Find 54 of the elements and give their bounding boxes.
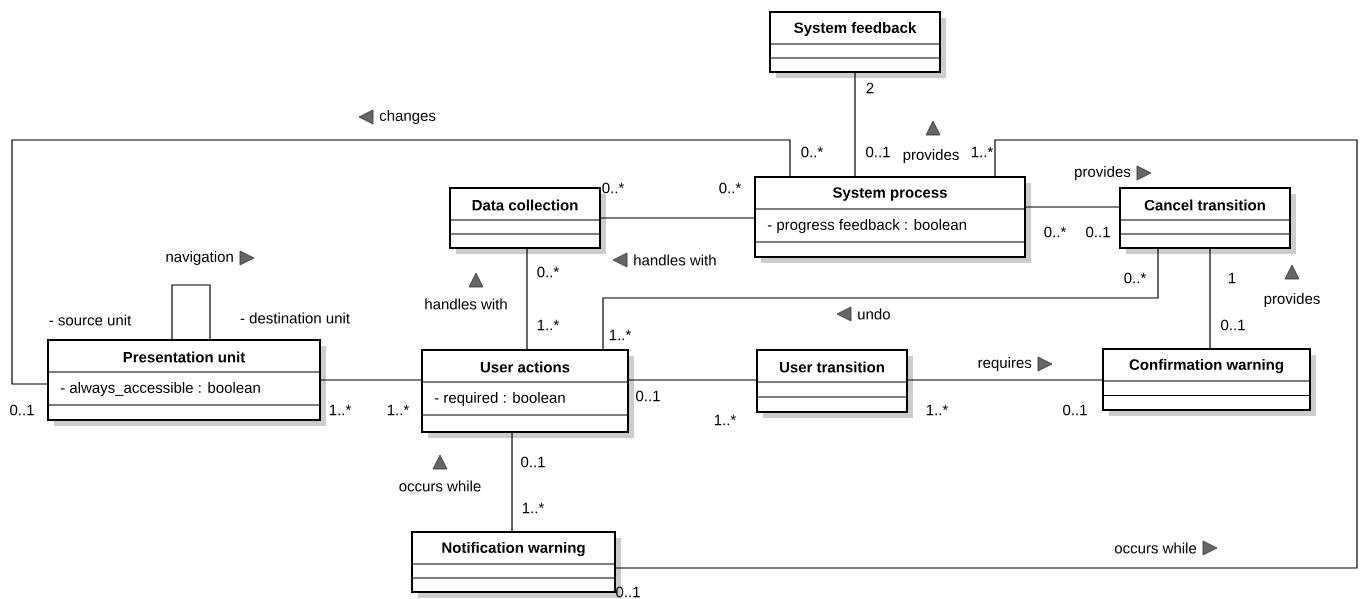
edge-label: provides — [903, 149, 959, 163]
association-line — [907, 379, 1103, 381]
multiplicity-label: - source unit — [49, 314, 132, 326]
edge-label: occurs while — [1114, 542, 1197, 554]
multiplicity-label: 0..* — [537, 266, 560, 278]
edge-label: occurs while — [399, 480, 481, 492]
multiplicity-label: 0..1 — [636, 390, 660, 402]
edge-label: provides — [1075, 166, 1131, 180]
multiplicity-label: 0..1 — [521, 456, 545, 468]
multiplicity-label: 1 — [1228, 272, 1236, 284]
multiplicity-label: 1..* — [537, 319, 560, 331]
multiplicity-label: 0..1 — [1063, 404, 1087, 416]
multiplicity-label: 0..* — [1124, 272, 1146, 284]
edge-label: handles with — [634, 254, 716, 266]
edge-label: handles with — [425, 298, 507, 310]
multiplicity-label: 0..1 — [616, 586, 640, 598]
edge-label: navigation — [166, 251, 233, 265]
association-line — [171, 284, 211, 340]
multiplicity-label: 0..1 — [1221, 319, 1245, 331]
class-box: User actions - required : boolean — [421, 349, 634, 438]
multiplicity-label: - destination unit — [240, 312, 350, 324]
multiplicity-label: 1..* — [522, 502, 545, 514]
class-box: User transition — [756, 349, 913, 418]
class-box: System process - progress feedback : boolean — [754, 176, 1031, 263]
multiplicity-label: 1..* — [609, 329, 632, 341]
edge-label: changes — [379, 110, 436, 124]
multiplicity-label: 1..* — [971, 146, 993, 158]
multiplicity-label: 1..* — [926, 404, 949, 416]
association-line — [1209, 248, 1211, 349]
association-line — [1025, 206, 1120, 208]
edge-label: undo — [858, 308, 890, 320]
multiplicity-label: 0..1 — [10, 404, 34, 416]
association-line — [320, 379, 422, 381]
multiplicity-label: 0..* — [801, 146, 824, 158]
association-line — [11, 139, 791, 385]
multiplicity-label: 0..* — [719, 182, 742, 194]
association-line — [854, 72, 856, 177]
association-line — [511, 432, 513, 532]
multiplicity-label: 0..* — [1044, 226, 1066, 238]
multiplicity-label: 1..* — [714, 414, 737, 426]
association-line — [526, 248, 528, 350]
class-box: Presentation unit - always_accessible : boolean — [47, 339, 326, 426]
association-line — [602, 248, 1159, 350]
class-box: Cancel transition — [1119, 187, 1296, 254]
class-box: System feedback — [769, 11, 946, 78]
multiplicity-label: 0..1 — [866, 146, 890, 158]
class-box: Confirmation warning — [1102, 348, 1316, 416]
association-line — [600, 217, 755, 219]
association-line — [628, 379, 757, 381]
multiplicity-label: 2 — [866, 82, 874, 94]
edge-label: requires — [978, 357, 1032, 371]
edge-label: provides — [1264, 293, 1320, 307]
association-line — [615, 139, 1358, 569]
multiplicity-label: 1..* — [387, 404, 410, 416]
